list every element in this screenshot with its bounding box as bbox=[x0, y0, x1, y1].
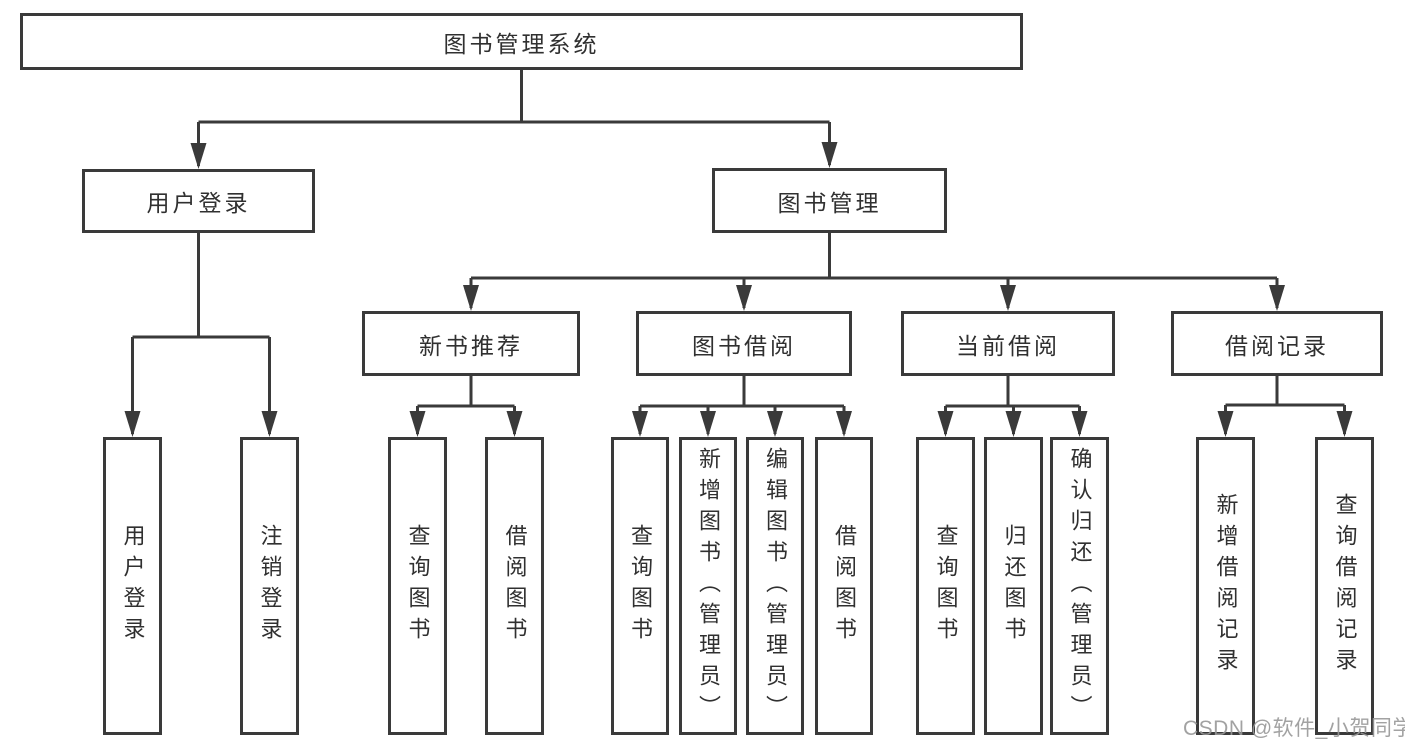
node-leaf-add-books-admin: 新增图书（管理员） bbox=[679, 437, 737, 735]
node-leaf-user-login-label: 用户登录 bbox=[120, 524, 146, 648]
arrowhead-down-icon bbox=[1336, 411, 1353, 437]
node-leaf-query-books-borrow-label: 查询图书 bbox=[628, 524, 653, 648]
arrowhead-down-icon bbox=[1217, 411, 1234, 437]
arrowhead-down-icon bbox=[736, 285, 752, 311]
node-leaf-logout: 注销登录 bbox=[240, 437, 299, 735]
arrowhead-down-icon bbox=[836, 411, 852, 437]
node-system-root-label: 图书管理系统 bbox=[443, 30, 600, 57]
node-book-management: 图书管理 bbox=[712, 168, 947, 233]
node-leaf-query-books-current: 查询图书 bbox=[916, 437, 975, 735]
connector-borrow-records-to-children bbox=[1224, 376, 1346, 434]
arrowhead-down-icon bbox=[463, 285, 479, 311]
node-leaf-return-books-label: 归还图书 bbox=[1001, 524, 1027, 648]
node-user-login: 用户登录 bbox=[82, 169, 315, 233]
node-leaf-add-borrow-record-label: 新增借阅记录 bbox=[1213, 493, 1239, 679]
node-current-borrowing: 当前借阅 bbox=[901, 311, 1115, 376]
node-leaf-confirm-return-admin-label: 确认归还（管理员） bbox=[1067, 446, 1093, 726]
node-leaf-borrow-books-recommend-label: 借阅图书 bbox=[502, 524, 528, 648]
node-borrowing-records-label: 借阅记录 bbox=[1225, 332, 1329, 359]
node-book-management-label: 图书管理 bbox=[777, 189, 882, 216]
node-leaf-query-books-recommend-label: 查询图书 bbox=[405, 524, 431, 648]
node-leaf-query-borrow-record-label: 查询借阅记录 bbox=[1332, 493, 1358, 679]
node-user-login-label: 用户登录 bbox=[146, 190, 251, 216]
node-leaf-confirm-return-admin: 确认归还（管理员） bbox=[1050, 437, 1109, 735]
node-leaf-user-login: 用户登录 bbox=[103, 437, 162, 735]
node-leaf-add-books-admin-label: 新增图书（管理员） bbox=[696, 446, 721, 726]
connector-root-to-level2 bbox=[197, 70, 831, 166]
arrowhead-down-icon bbox=[506, 411, 523, 437]
arrowhead-down-icon bbox=[261, 411, 278, 437]
node-leaf-edit-books-admin-label: 编辑图书（管理员） bbox=[763, 446, 788, 726]
arrowhead-down-icon bbox=[632, 411, 648, 437]
node-leaf-query-books-current-label: 查询图书 bbox=[933, 524, 959, 648]
arrowhead-down-icon bbox=[124, 411, 141, 437]
arrowhead-down-icon bbox=[190, 143, 207, 169]
arrowhead-down-icon bbox=[1071, 411, 1088, 437]
node-leaf-borrow-books-label: 借阅图书 bbox=[832, 524, 857, 648]
node-new-book-recommend-label: 新书推荐 bbox=[419, 332, 523, 359]
arrowhead-down-icon bbox=[767, 411, 783, 437]
connector-book-borrow-to-children bbox=[638, 376, 846, 434]
node-book-borrowing: 图书借阅 bbox=[636, 311, 852, 376]
arrowhead-down-icon bbox=[821, 142, 838, 168]
arrowhead-down-icon bbox=[937, 411, 954, 437]
node-system-root: 图书管理系统 bbox=[20, 13, 1023, 70]
node-leaf-borrow-books-recommend: 借阅图书 bbox=[485, 437, 544, 735]
node-leaf-query-books-borrow: 查询图书 bbox=[611, 437, 669, 735]
node-leaf-borrow-books: 借阅图书 bbox=[815, 437, 873, 735]
connector-new-books-to-children bbox=[416, 376, 516, 434]
node-leaf-edit-books-admin: 编辑图书（管理员） bbox=[746, 437, 804, 735]
node-borrowing-records: 借阅记录 bbox=[1171, 311, 1383, 376]
node-leaf-query-borrow-record: 查询借阅记录 bbox=[1315, 437, 1374, 735]
arrowhead-down-icon bbox=[409, 411, 426, 437]
node-leaf-add-borrow-record: 新增借阅记录 bbox=[1196, 437, 1255, 735]
connector-user-login-to-children bbox=[131, 233, 271, 434]
arrowhead-down-icon bbox=[700, 411, 716, 437]
arrowhead-down-icon bbox=[1005, 411, 1022, 437]
arrowhead-down-icon bbox=[1000, 285, 1016, 311]
connector-book-mgmt-to-level3 bbox=[469, 233, 1279, 308]
node-current-borrowing-label: 当前借阅 bbox=[956, 332, 1060, 359]
node-leaf-logout-label: 注销登录 bbox=[257, 524, 283, 648]
arrowhead-down-icon bbox=[1269, 285, 1285, 311]
csdn-watermark: CSDN @软件_小贺同学 bbox=[1183, 717, 1405, 740]
node-leaf-return-books: 归还图书 bbox=[984, 437, 1043, 735]
node-new-book-recommend: 新书推荐 bbox=[362, 311, 580, 376]
node-leaf-query-books-recommend: 查询图书 bbox=[388, 437, 447, 735]
node-book-borrowing-label: 图书借阅 bbox=[692, 332, 796, 359]
